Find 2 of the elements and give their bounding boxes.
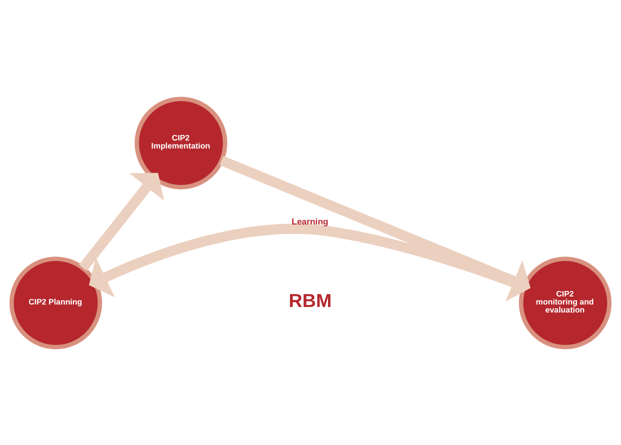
edge-label: Learning (292, 216, 328, 226)
label: RBM (288, 289, 332, 310)
